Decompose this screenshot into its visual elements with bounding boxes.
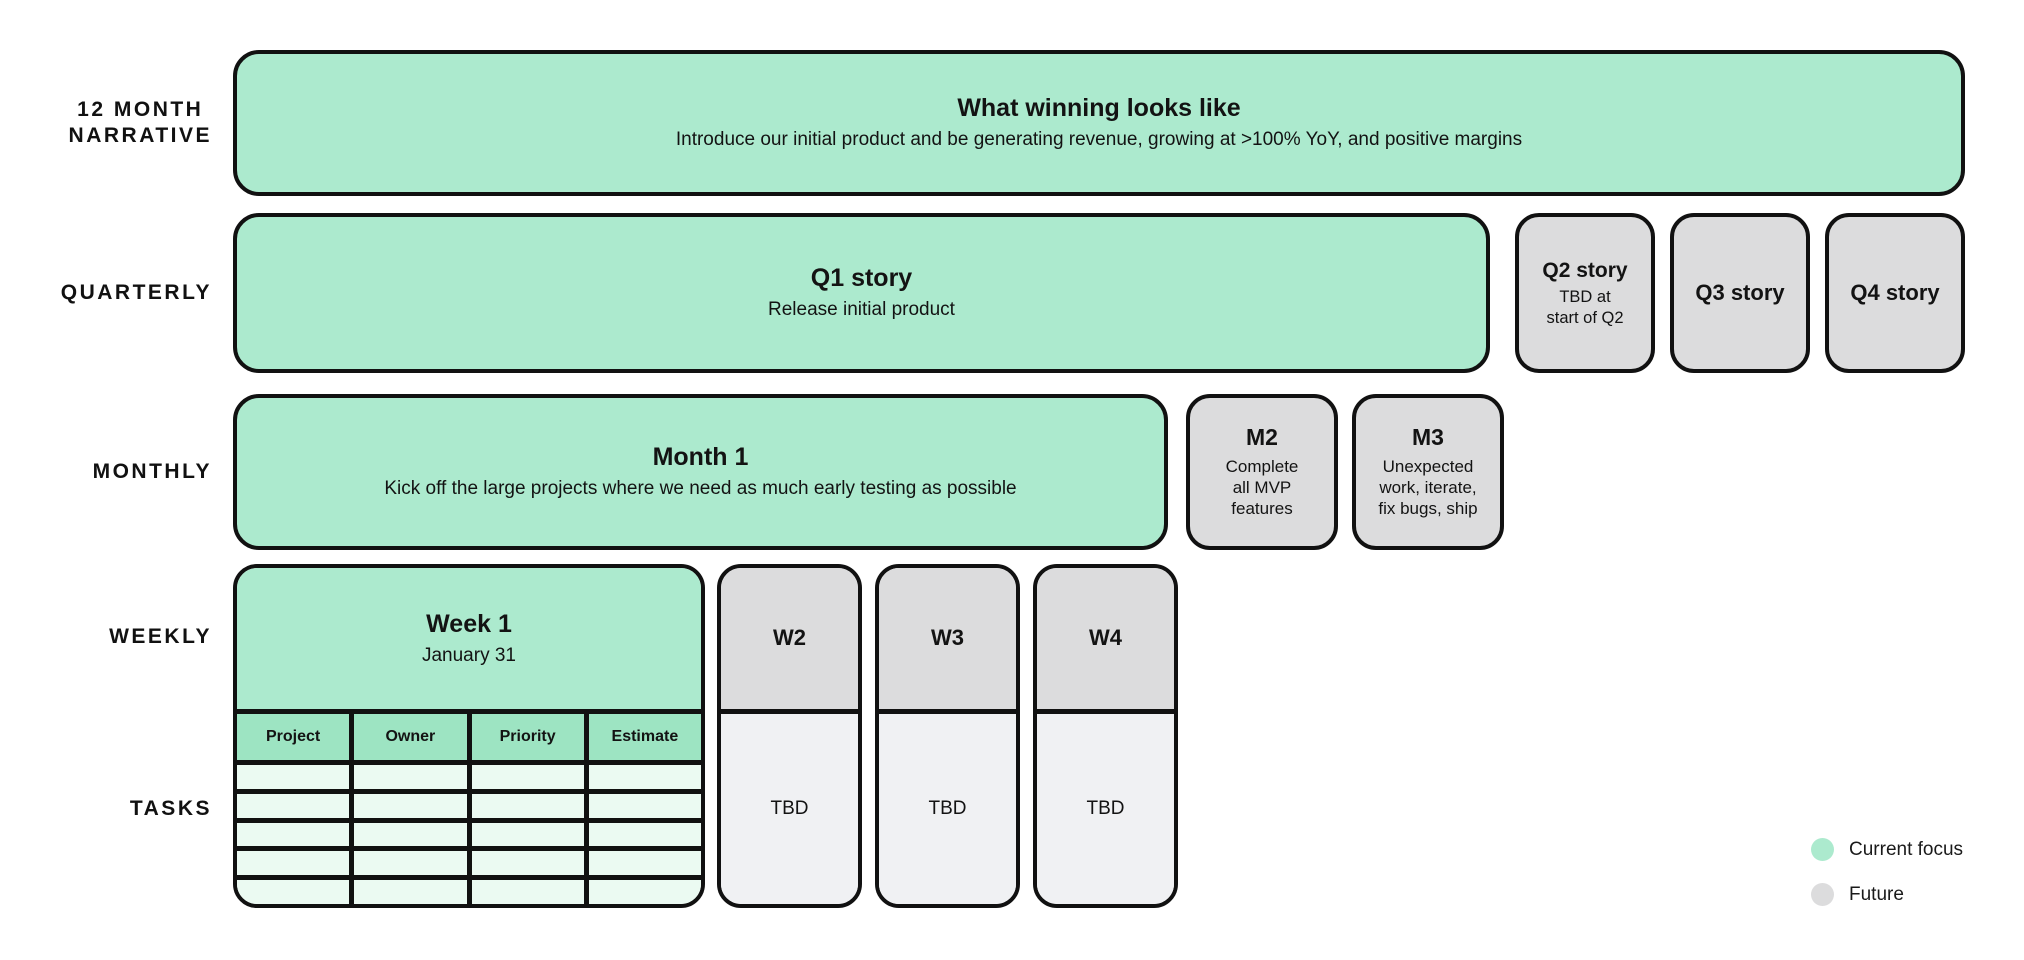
task-row: [237, 760, 701, 789]
m2-subtitle: Complete all MVP features: [1225, 456, 1299, 519]
q1-subtitle: Release initial product: [768, 299, 955, 321]
q1-title: Q1 story: [810, 264, 913, 293]
task-cell: [237, 823, 349, 847]
q2-title: Q2 story: [1542, 258, 1628, 282]
task-table-header: Project Owner Priority Estimate: [237, 714, 701, 760]
task-cell: [583, 851, 701, 876]
q4-title: Q4 story: [1850, 279, 1940, 305]
w2-body: TBD: [721, 714, 858, 904]
task-cell: [349, 851, 466, 876]
task-cell: [237, 794, 349, 818]
task-cell: [237, 851, 349, 875]
month-1-subtitle: Kick off the large projects where we nee…: [384, 478, 1017, 500]
w2-header: W2: [721, 568, 858, 714]
task-column-priority: Priority: [466, 714, 584, 760]
w3-box: W3 TBD: [875, 564, 1020, 908]
row-label-monthly: MONTHLY: [92, 459, 212, 483]
w2-box: W2 TBD: [717, 564, 862, 908]
task-column-estimate: Estimate: [583, 714, 701, 760]
m2-title: M2: [1246, 424, 1278, 451]
w4-body: TBD: [1037, 714, 1174, 904]
w3-header: W3: [879, 568, 1016, 714]
task-row: [237, 846, 701, 876]
month-1-title: Month 1: [652, 443, 749, 472]
w3-title: W3: [931, 625, 964, 651]
row-label-12-month-narrative: 12 MONTH NARRATIVE: [68, 97, 212, 147]
q1-story-box: Q1 story Release initial product: [233, 213, 1490, 373]
task-row: [237, 788, 701, 818]
q4-story-box: Q4 story: [1825, 213, 1965, 373]
legend-item-current-focus: Current focus: [1811, 838, 1963, 861]
q2-story-box: Q2 story TBD at start of Q2: [1515, 213, 1655, 373]
task-cell: [349, 880, 466, 904]
q2-subtitle: TBD at start of Q2: [1546, 287, 1624, 327]
task-cell: [466, 880, 584, 904]
w4-box: W4 TBD: [1033, 564, 1178, 908]
future-dot: [1811, 883, 1834, 906]
week-1-header: Week 1 January 31: [237, 568, 701, 714]
legend-label-current-focus: Current focus: [1849, 838, 1964, 860]
narrative-title: What winning looks like: [957, 94, 1241, 123]
task-cell: [583, 880, 701, 904]
legend-item-future: Future: [1811, 883, 1963, 906]
task-cell: [237, 880, 349, 904]
task-cell: [349, 765, 466, 789]
task-cell: [466, 822, 584, 847]
task-column-project: Project: [266, 728, 321, 745]
task-cell: [349, 822, 466, 847]
narrative-subtitle: Introduce our initial product and be gen…: [675, 129, 1523, 151]
task-column-owner: Owner: [349, 714, 466, 760]
month-1-box: Month 1 Kick off the large projects wher…: [233, 394, 1168, 550]
q3-story-box: Q3 story: [1670, 213, 1810, 373]
task-cell: [583, 822, 701, 847]
task-cell: [237, 765, 349, 789]
week-1-box: Week 1 January 31 Project Owner Priority…: [233, 564, 705, 908]
task-cell: [466, 765, 584, 789]
row-label-tasks: TASKS: [129, 796, 212, 820]
task-cell: [349, 793, 466, 818]
week-1-title: Week 1: [426, 609, 512, 638]
m3-title: M3: [1412, 424, 1444, 451]
task-cell: [583, 793, 701, 818]
legend: Current focus Future: [1811, 838, 1963, 906]
q3-title: Q3 story: [1695, 279, 1785, 305]
current-focus-dot: [1811, 838, 1834, 861]
task-cell: [583, 765, 701, 789]
w4-title: W4: [1089, 625, 1122, 651]
m2-box: M2 Complete all MVP features: [1186, 394, 1338, 550]
row-label-weekly: WEEKLY: [109, 624, 212, 648]
row-label-quarterly: QUARTERLY: [60, 280, 212, 304]
legend-label-future: Future: [1849, 883, 1904, 905]
task-cell: [466, 793, 584, 818]
w2-title: W2: [773, 625, 806, 651]
week-1-subtitle: January 31: [421, 644, 516, 666]
m3-subtitle: Unexpected work, iterate, fix bugs, ship: [1378, 456, 1478, 519]
task-cell: [466, 851, 584, 876]
w3-body: TBD: [879, 714, 1016, 904]
task-row: [237, 875, 701, 904]
task-row: [237, 817, 701, 847]
narrative-box: What winning looks like Introduce our in…: [233, 50, 1965, 196]
w4-header: W4: [1037, 568, 1174, 714]
m3-box: M3 Unexpected work, iterate, fix bugs, s…: [1352, 394, 1504, 550]
